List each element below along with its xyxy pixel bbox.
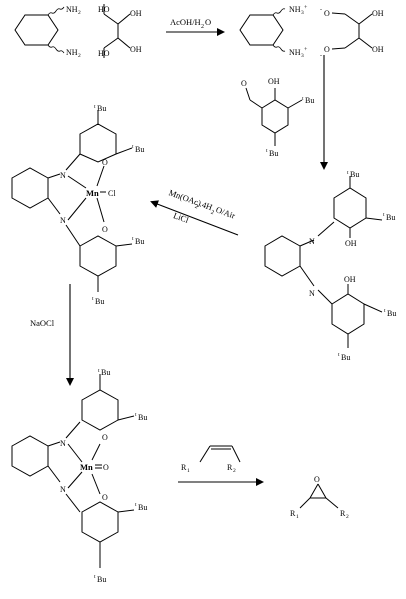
svg-text:N: N [60, 216, 66, 225]
mn-oxo-salen-complex: N N Mn O t Bu t Bu O O t Bu t Bu [11, 368, 147, 584]
svg-text:N: N [60, 485, 66, 494]
svg-text:Bu: Bu [350, 170, 359, 179]
svg-text:t: t [135, 502, 137, 508]
svg-text:O/Air: O/Air [215, 204, 237, 220]
svg-text:HO: HO [98, 49, 110, 58]
svg-text:O: O [324, 45, 330, 54]
alkene-substrate: R 1 R 2 [181, 445, 241, 474]
svg-text:Bu: Bu [341, 353, 350, 362]
svg-text:+: + [304, 47, 308, 53]
svg-text:2: 2 [346, 514, 349, 520]
svg-text:O: O [314, 475, 320, 484]
svg-text:NH: NH [289, 48, 301, 57]
svg-text:3: 3 [301, 53, 304, 59]
svg-text:Bu: Bu [138, 503, 147, 512]
svg-text:O: O [102, 158, 108, 167]
svg-text:HO: HO [98, 5, 110, 14]
svg-text:OH: OH [268, 77, 280, 86]
svg-text:1: 1 [187, 468, 190, 474]
svg-text:OH: OH [372, 45, 384, 54]
svg-text:O: O [102, 433, 108, 442]
svg-text:2: 2 [201, 24, 204, 30]
svg-text:2: 2 [233, 468, 236, 474]
svg-text:Bu: Bu [97, 575, 106, 584]
reagent-sodium-hypochlorite: NaOCl [30, 318, 55, 328]
mn-salen-chloride-complex: N N Mn Cl t Bu t Bu O O t Bu t Bu [11, 104, 144, 306]
svg-text:+: + [304, 5, 308, 11]
svg-text:2: 2 [210, 210, 215, 217]
svg-text:N: N [60, 439, 66, 448]
svg-text:2: 2 [194, 204, 199, 211]
svg-text:-: - [320, 53, 322, 59]
svg-text:N: N [309, 237, 315, 246]
svg-text:2: 2 [78, 10, 81, 16]
svg-text:t: t [338, 352, 340, 358]
svg-text:Bu: Bu [386, 213, 395, 222]
svg-text:Bu: Bu [97, 104, 106, 113]
svg-text:N: N [60, 171, 66, 180]
svg-text:t: t [135, 412, 137, 418]
svg-text:Bu: Bu [138, 413, 147, 422]
svg-text:NH: NH [289, 5, 301, 14]
svg-text:OH: OH [372, 9, 384, 18]
svg-text:t: t [132, 144, 134, 150]
svg-text:OH: OH [344, 275, 356, 284]
svg-text:1: 1 [296, 514, 299, 520]
diamine-molecule: NH 2 NH 2 [14, 5, 81, 59]
tartaric-acid-molecule: HO OH HO OH [98, 4, 142, 58]
svg-text:R: R [181, 463, 187, 472]
amine-label-top: NH [66, 5, 78, 14]
svg-text:t: t [94, 104, 96, 110]
svg-text:t: t [383, 212, 385, 218]
svg-text:O: O [324, 9, 330, 18]
ammonium-tartrate-salt: NH 3 + NH 3 + O - OH O - OH [239, 5, 384, 59]
svg-text:R: R [227, 463, 233, 472]
epoxide-product: O R 1 R 2 [290, 475, 349, 520]
svg-text:O: O [102, 225, 108, 234]
reagent-acetic-acid: AcOH/H [170, 17, 201, 27]
arrow-step3 [150, 200, 239, 236]
svg-text:Bu: Bu [269, 149, 278, 158]
svg-text:Bu: Bu [305, 96, 314, 105]
svg-text:R: R [290, 509, 296, 518]
reagent-lithium-chloride: LiCl [172, 210, 191, 225]
salen-ligand: N N t Bu t Bu OH OH t Bu t Bu [264, 170, 396, 362]
svg-text:O: O [103, 463, 109, 472]
manganese-oxo-center: Mn [80, 462, 93, 472]
svg-text:OH: OH [130, 45, 142, 54]
svg-text:t: t [384, 308, 386, 314]
svg-text:Bu: Bu [135, 237, 144, 246]
svg-text:Bu: Bu [135, 145, 144, 154]
manganese-center: Mn [86, 188, 99, 198]
salicylaldehyde-molecule: O OH t Bu t Bu [241, 77, 314, 158]
svg-text:.4H: .4H [199, 199, 214, 213]
svg-text:t: t [302, 96, 304, 102]
svg-text:Bu: Bu [101, 368, 110, 377]
svg-text:3: 3 [301, 10, 304, 16]
svg-text:Cl: Cl [108, 189, 116, 198]
svg-text:OH: OH [345, 239, 357, 248]
svg-text:N: N [309, 289, 315, 298]
amine-label-bottom: NH [66, 48, 78, 57]
svg-text:t: t [98, 368, 100, 374]
svg-text:Bu: Bu [95, 297, 104, 306]
svg-text:t: t [94, 574, 96, 580]
svg-text:t: t [132, 236, 134, 242]
svg-text:2: 2 [78, 53, 81, 59]
svg-text:t: t [347, 170, 349, 176]
svg-text:O: O [102, 493, 108, 502]
svg-text:OH: OH [130, 9, 142, 18]
svg-text:-: - [320, 7, 322, 13]
svg-text:R: R [340, 509, 346, 518]
svg-text:t: t [266, 148, 268, 154]
svg-text:Bu: Bu [387, 309, 396, 318]
svg-text:O: O [241, 79, 247, 88]
svg-text:O: O [205, 17, 211, 27]
svg-text:t: t [92, 296, 94, 302]
